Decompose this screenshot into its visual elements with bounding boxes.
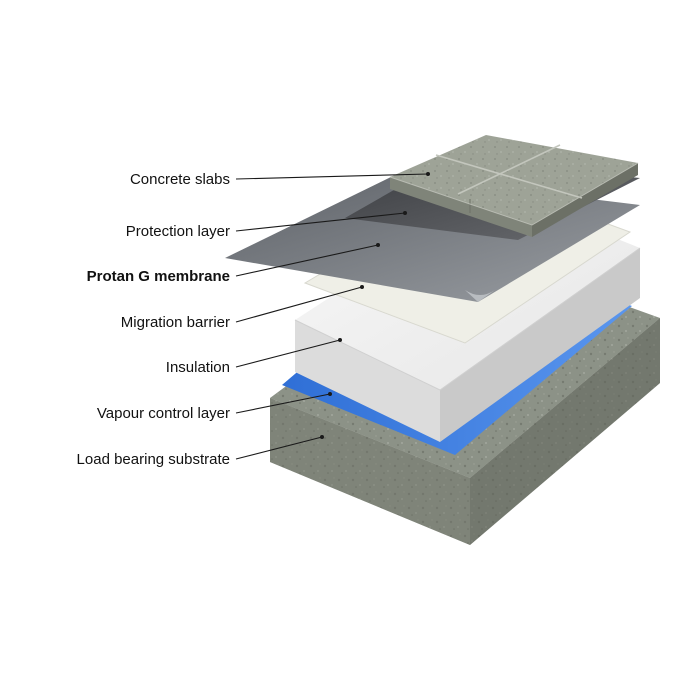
concrete-slabs: [389, 135, 639, 237]
label-vapour-control-layer: Vapour control layer: [97, 405, 230, 422]
label-migration-barrier: Migration barrier: [121, 314, 230, 331]
label-protection-layer: Protection layer: [126, 223, 230, 240]
label-load-bearing-substrate: Load bearing substrate: [77, 451, 230, 468]
layer-labels: Concrete slabs Protection layer Protan G…: [77, 171, 230, 468]
label-protan-g-membrane: Protan G membrane: [87, 268, 230, 285]
label-insulation: Insulation: [166, 359, 230, 376]
leader-lines: [235, 172, 430, 460]
label-concrete-slabs: Concrete slabs: [130, 171, 230, 188]
